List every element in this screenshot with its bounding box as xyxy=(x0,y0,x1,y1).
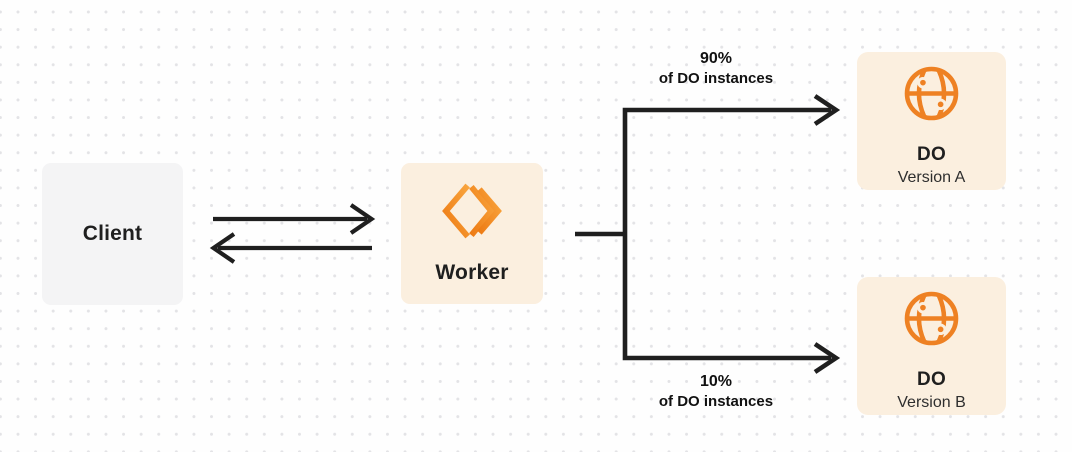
branch-split-line xyxy=(622,107,831,361)
arrowhead-right-icon xyxy=(349,203,376,235)
client-node: Client xyxy=(42,163,183,305)
globe-icon xyxy=(904,66,959,121)
branch-a-label: 90% of DO instances xyxy=(606,49,826,89)
cloudflare-workers-icon xyxy=(442,183,502,239)
branch-b-caption: of DO instances xyxy=(658,393,774,410)
worker-node: Worker xyxy=(401,163,543,304)
arrowhead-branch-b-icon xyxy=(813,342,841,374)
arrowhead-branch-a-icon xyxy=(813,94,841,126)
client-label: Client xyxy=(82,222,143,245)
worker-label: Worker xyxy=(435,261,509,284)
do-b-title: DO xyxy=(916,369,947,390)
arrowhead-left-icon xyxy=(209,232,236,264)
branch-a-caption: of DO instances xyxy=(658,70,774,87)
do-b-subtitle: Version B xyxy=(897,394,966,411)
do-version-b-node: DO Version B xyxy=(857,277,1006,415)
branch-a-percent: 90% xyxy=(699,50,733,67)
do-a-title: DO xyxy=(916,144,947,165)
branch-b-label: 10% of DO instances xyxy=(606,372,826,412)
do-version-a-node: DO Version A xyxy=(857,52,1006,190)
globe-icon xyxy=(904,291,959,346)
do-a-subtitle: Version A xyxy=(897,169,966,186)
branch-b-percent: 10% xyxy=(699,373,733,390)
